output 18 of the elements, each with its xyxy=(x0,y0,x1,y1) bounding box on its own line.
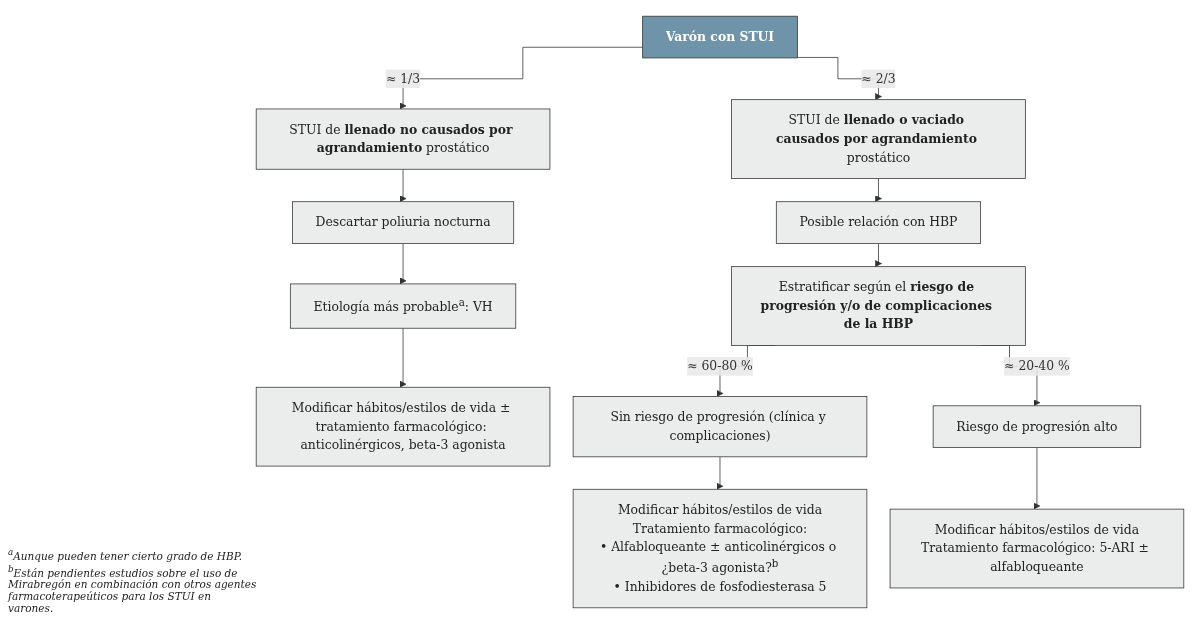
node-box: STUI de llenado no causados por agrandamiento prostático xyxy=(255,108,551,170)
node-box: Modificar hábitos/estilos de vida Tratamiento farmacológico: • Alfabloqueante ± anticolinérgicos o ¿beta-3 agonista?$^{b}$ • Inhibidores de fosfodiesterasa 5 xyxy=(572,488,868,609)
edge-label: ≈ 2/3 xyxy=(861,71,896,86)
edge-label: ≈ 1/3 xyxy=(385,71,421,86)
node-box: Etiología más probable$^{a}$: VH xyxy=(289,283,517,329)
edge-label: ≈ 60-80 % xyxy=(687,358,753,374)
node-box: Modificar hábitos/estilos de vida Tratamiento farmacológico: 5-ARI ± alfabloqueante xyxy=(889,508,1185,589)
node-box: Estratificar según el riesgo de progresión y/o de complicaciones de la HBP xyxy=(731,266,1026,346)
node-box: Varón con STUI xyxy=(642,15,798,59)
node-box: Riesgo de progresión alto xyxy=(932,405,1142,448)
node-box: Descartar poliuria nocturna xyxy=(292,201,515,244)
node-box: Posible relación con HBP xyxy=(775,201,982,244)
node-box: Sin riesgo de progresión (clínica y complicaciones) xyxy=(572,396,868,458)
footnote: $^{b}$Están pendientes estudios sobre el uso de Mirabregón en combinación con otros agentes farmacoterapeúticos para los STUI en varones. xyxy=(8,563,258,614)
node-box: STUI de llenado o vaciado causados por agrandamiento prostático xyxy=(731,99,1026,179)
footnote: $^{a}$Aunque pueden tener cierto grado de HBP. xyxy=(8,547,243,562)
node-box: Modificar hábitos/estilos de vida ± tratamiento farmacológico: anticolinérgicos, beta-3 agonista xyxy=(255,386,551,467)
edge-label: ≈ 20-40 % xyxy=(1004,358,1070,374)
